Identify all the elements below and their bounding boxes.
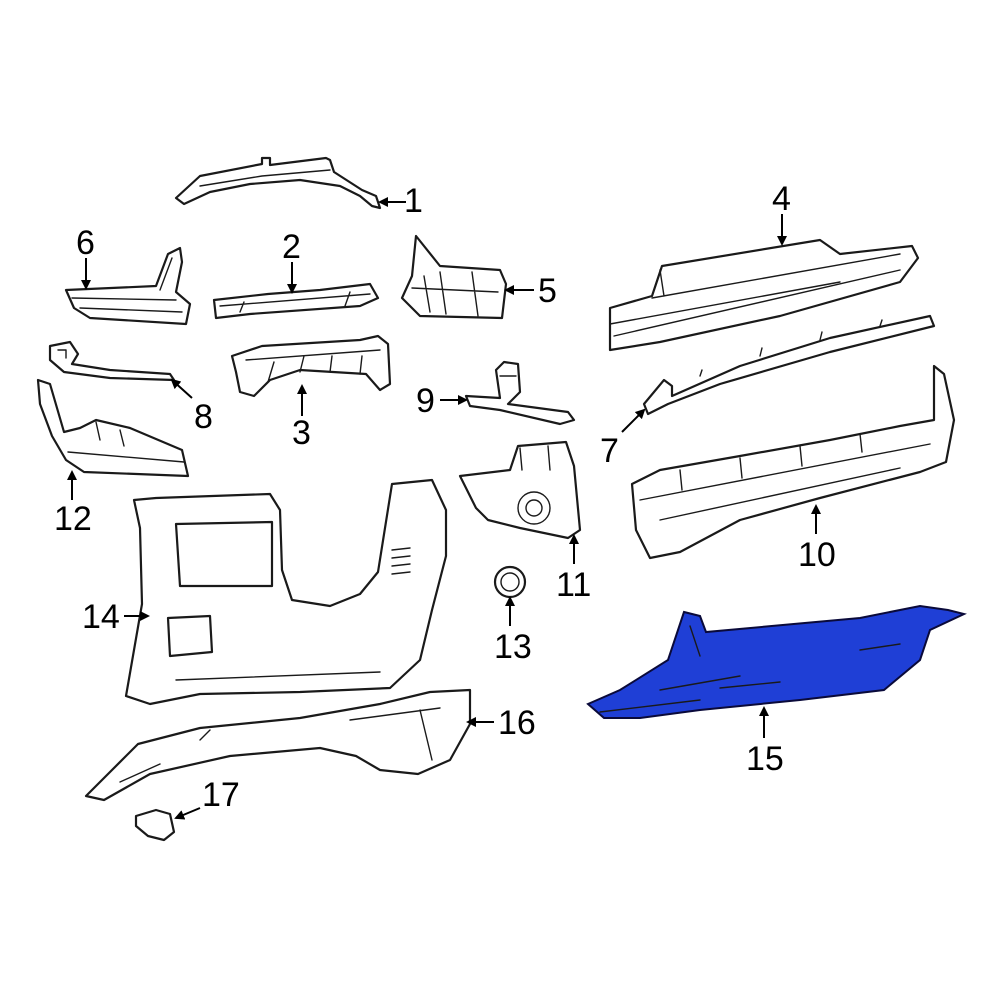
callout-labels: 1 2 3 4 5 6 7 8 9 10 11 12 13 14 15 16 1…: [54, 180, 836, 814]
part-12-left-trim[interactable]: [36, 378, 190, 478]
part-8-bracket-rail[interactable]: [48, 340, 176, 382]
callout-8: 8: [194, 398, 213, 436]
part-17-clip[interactable]: [134, 808, 176, 842]
callout-9: 9: [416, 382, 435, 420]
leader-7: [621, 408, 646, 433]
callout-12: 12: [54, 500, 92, 538]
leader-8: [170, 378, 193, 399]
callout-14: 14: [82, 598, 120, 636]
part-15-lower-shield[interactable]: [586, 604, 967, 719]
part-7-lower-bracket-rail[interactable]: [642, 314, 936, 416]
leader-lines: [67, 197, 821, 820]
callout-16: 16: [498, 704, 536, 742]
part-5-right-bezel[interactable]: [400, 234, 508, 320]
part-3-cluster-hood[interactable]: [230, 334, 392, 398]
part-6-left-bezel[interactable]: [64, 246, 192, 326]
callout-13: 13: [494, 628, 532, 666]
part-4-upper-dash-panel[interactable]: [608, 238, 920, 352]
part-1-upper-bracket[interactable]: [174, 156, 382, 210]
part-10-lower-dash-panel[interactable]: [630, 364, 956, 560]
part-13-plug[interactable]: [493, 565, 527, 599]
callout-11: 11: [556, 566, 591, 604]
callout-15: 15: [746, 740, 784, 778]
callout-5: 5: [538, 272, 557, 310]
callout-1: 1: [404, 182, 423, 220]
part-16-lower-bracket[interactable]: [84, 688, 472, 802]
part-14-knee-panel[interactable]: [124, 478, 448, 706]
part-2-trim-strip[interactable]: [212, 282, 380, 320]
callout-4: 4: [772, 180, 791, 218]
callout-10: 10: [798, 536, 836, 574]
callout-2: 2: [282, 228, 301, 266]
part-11-side-cover[interactable]: [458, 440, 582, 540]
leader-17: [174, 807, 201, 820]
part-9-bracket[interactable]: [464, 360, 576, 426]
callout-7: 7: [600, 432, 619, 470]
callout-17: 17: [202, 776, 240, 814]
callout-6: 6: [76, 224, 95, 262]
callout-3: 3: [292, 414, 311, 452]
